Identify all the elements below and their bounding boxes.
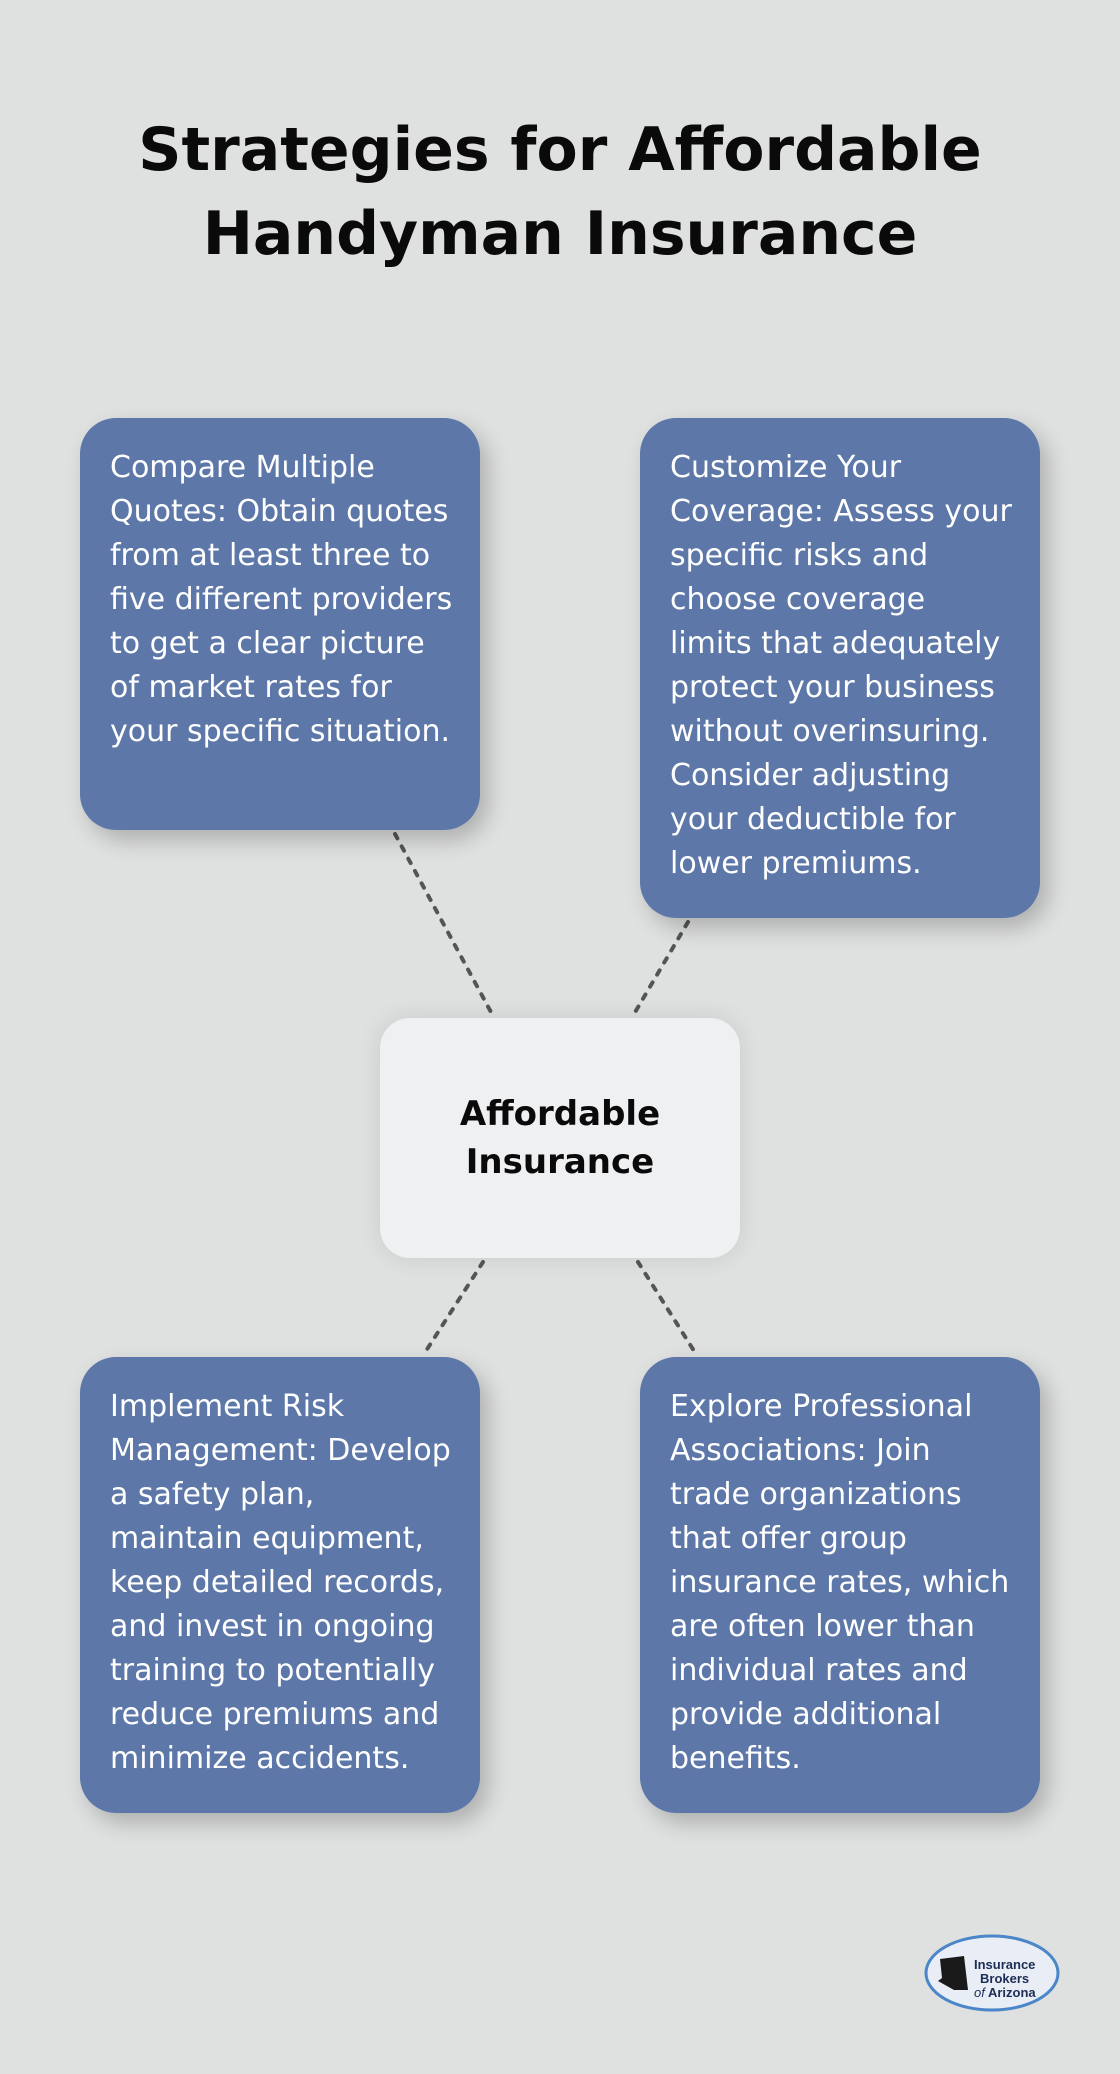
- title-line-2: Handyman Insurance: [202, 199, 918, 269]
- arizona-map-icon: [938, 1956, 968, 1990]
- center-label: Affordable Insurance: [459, 1094, 661, 1182]
- strategy-card-customize-coverage: Customize Your Coverage: Assess your spe…: [640, 418, 1040, 918]
- center-node: Affordable Insurance: [380, 1018, 740, 1258]
- title-line-1: Strategies for Affordable: [138, 115, 982, 185]
- logo-line-3-prefix: of: [974, 1985, 986, 2000]
- strategy-card-compare-quotes: Compare Multiple Quotes: Obtain quotes f…: [80, 418, 480, 830]
- connector-risk: [422, 1260, 485, 1356]
- connector-customize: [632, 920, 690, 1016]
- logo-line-3-name: Arizona: [988, 1985, 1036, 2000]
- logo-line-2: Brokers: [980, 1971, 1029, 1986]
- page-title: Strategies for Affordable Handyman Insur…: [0, 108, 1120, 276]
- strategy-card-risk-management: Implement Risk Management: Develop a saf…: [80, 1357, 480, 1813]
- connector-compare: [393, 832, 494, 1016]
- connector-associations: [636, 1260, 698, 1356]
- svg-text:of Arizona: of Arizona: [974, 1985, 1036, 2000]
- strategy-card-professional-associations: Explore Professional Associations: Join …: [640, 1357, 1040, 1813]
- logo-line-1: Insurance: [974, 1957, 1035, 1972]
- company-logo: Insurance Brokers of Arizona: [924, 1934, 1060, 2012]
